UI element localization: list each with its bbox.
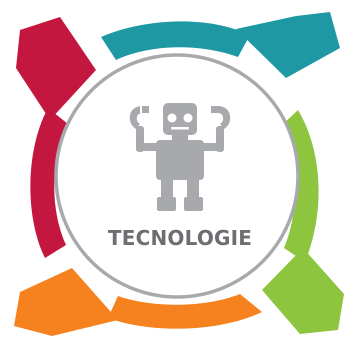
robot-right-leg [187, 180, 199, 198]
teal-arc [101, 21, 250, 60]
robot-right-claw [211, 106, 231, 129]
arrow-top-right-icon [101, 12, 340, 78]
robot-left-eye [167, 113, 177, 123]
robot-body [156, 140, 204, 180]
emblem-label: TECNOLOGIE [108, 226, 252, 250]
robot-left-claw [129, 106, 149, 129]
orange-arc [108, 294, 262, 329]
orange-arrowhead [14, 268, 118, 336]
red-arrowhead [16, 17, 96, 120]
robot-right-shoulder [200, 143, 220, 151]
teal-arrowhead [236, 12, 340, 78]
robot-icon [129, 103, 231, 211]
robot-head [163, 103, 197, 135]
robot-neck [172, 134, 188, 140]
robot-right-foot [184, 197, 203, 211]
green-arrowhead [262, 248, 344, 334]
robot-left-shoulder [140, 143, 160, 151]
robot-left-leg [161, 180, 173, 198]
robot-right-eye [183, 113, 193, 123]
arrow-bottom-left-icon [14, 268, 262, 336]
robot-left-foot [157, 197, 176, 211]
robot-mouth [171, 127, 189, 130]
